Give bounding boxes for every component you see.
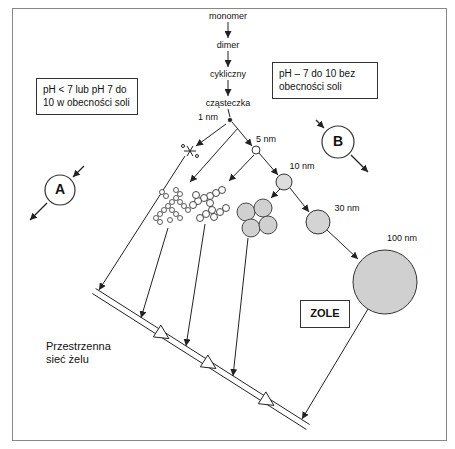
cluster-stroke <box>187 146 193 156</box>
growth-arrows <box>232 122 358 259</box>
cluster-particle <box>174 212 179 217</box>
node-text: pH < 7 lub pH 7 do 10 w obecności soli <box>43 84 131 109</box>
route-circle: B <box>321 125 355 159</box>
cluster-particle <box>158 212 163 217</box>
cluster-particle <box>193 192 200 199</box>
node-text: A <box>55 181 65 199</box>
star-cluster <box>182 145 199 158</box>
cluster-particle <box>170 208 175 213</box>
cluster-particle <box>259 216 277 234</box>
cluster-particle <box>254 199 272 217</box>
cluster-particle <box>211 214 218 221</box>
size-label: 1 nm <box>198 112 218 123</box>
chain-line <box>228 109 230 117</box>
cluster-particle <box>170 200 175 205</box>
direction-arrow <box>316 120 324 128</box>
condition-box: pH – 7 do 10 bez obecności soli <box>272 62 378 99</box>
gel-label: Przestrzenna sieć żelu <box>46 340 130 366</box>
growth-arrow <box>290 188 309 212</box>
growth-arrow <box>232 122 252 146</box>
cluster-particle <box>168 218 173 223</box>
particle <box>306 210 330 234</box>
band-line <box>92 294 306 430</box>
cluster-particle <box>166 204 171 209</box>
particle <box>228 118 232 122</box>
particles <box>228 118 417 314</box>
cluster-particle <box>162 208 167 213</box>
cluster-stroke <box>187 146 193 156</box>
size-label: 10 nm <box>289 161 314 172</box>
cluster-particle <box>164 194 169 199</box>
cluster-particle <box>174 188 179 193</box>
cluster-particle <box>160 190 165 195</box>
particle <box>353 250 417 314</box>
cluster-particle <box>237 203 255 221</box>
chain-cluster <box>190 187 230 222</box>
size-label: 5 nm <box>256 134 276 145</box>
size-label: 100 nm <box>387 233 417 244</box>
node-text: ZOLE <box>310 307 339 321</box>
cluster-particle <box>242 219 260 237</box>
gel-band <box>92 289 309 430</box>
stage-label: cząsteczka <box>206 98 251 109</box>
direction-arrow <box>30 203 47 220</box>
cluster-particle <box>186 208 191 213</box>
cluster-dot <box>196 155 199 158</box>
size-label: 30 nm <box>334 203 359 214</box>
gel-arrow <box>186 224 205 346</box>
band-line <box>96 289 310 425</box>
cluster-particle <box>223 205 230 212</box>
cluster-particle <box>197 215 204 222</box>
circle-shape <box>322 126 354 158</box>
gel-arrow <box>271 189 280 198</box>
chain-arrow <box>228 80 229 96</box>
cluster-particle <box>182 204 187 209</box>
cluster-particle <box>174 196 179 201</box>
gel-arrow <box>190 128 238 182</box>
band-arrowhead <box>258 392 274 406</box>
condition-box: pH < 7 lub pH 7 do 10 w obecności soli <box>36 78 138 115</box>
gel-arrow <box>141 228 168 318</box>
circle-shape <box>45 175 75 205</box>
gel-arrow <box>233 238 248 376</box>
frame <box>13 9 447 441</box>
stage-label: dimer <box>217 40 240 51</box>
stage-label: monomer <box>209 11 247 22</box>
node-text: pH – 7 do 10 bez obecności soli <box>279 68 371 93</box>
cluster-particle <box>154 216 159 221</box>
particle <box>276 174 292 190</box>
cluster-particle <box>178 216 183 221</box>
result-box: ZOLE <box>300 300 350 328</box>
small-cluster <box>154 188 191 225</box>
cluster-dot <box>182 145 185 148</box>
growth-arrow <box>327 230 358 259</box>
cluster-particle <box>207 200 214 207</box>
node-text: B <box>333 133 343 151</box>
large-cluster <box>237 199 277 237</box>
gel-arrow <box>99 156 185 290</box>
chain-arrow <box>228 51 229 67</box>
route-circle: A <box>44 174 76 206</box>
gel-arrow <box>229 155 254 181</box>
growth-arrow <box>259 153 278 175</box>
direction-arrow <box>351 155 368 172</box>
direction-arrow <box>73 166 84 177</box>
gel-arrow <box>196 124 226 146</box>
cluster-particle <box>178 192 183 197</box>
band-arrowhead <box>153 325 169 339</box>
stage-label: cykliczny <box>210 69 246 80</box>
chain-arrow <box>228 22 229 38</box>
particle <box>252 146 260 154</box>
cluster-particle <box>190 202 197 209</box>
gel-arrows <box>99 124 368 419</box>
cluster-particle <box>178 200 183 205</box>
band-arrowhead <box>200 355 216 369</box>
direction-arrows <box>30 120 368 220</box>
cluster-particle <box>158 220 163 225</box>
